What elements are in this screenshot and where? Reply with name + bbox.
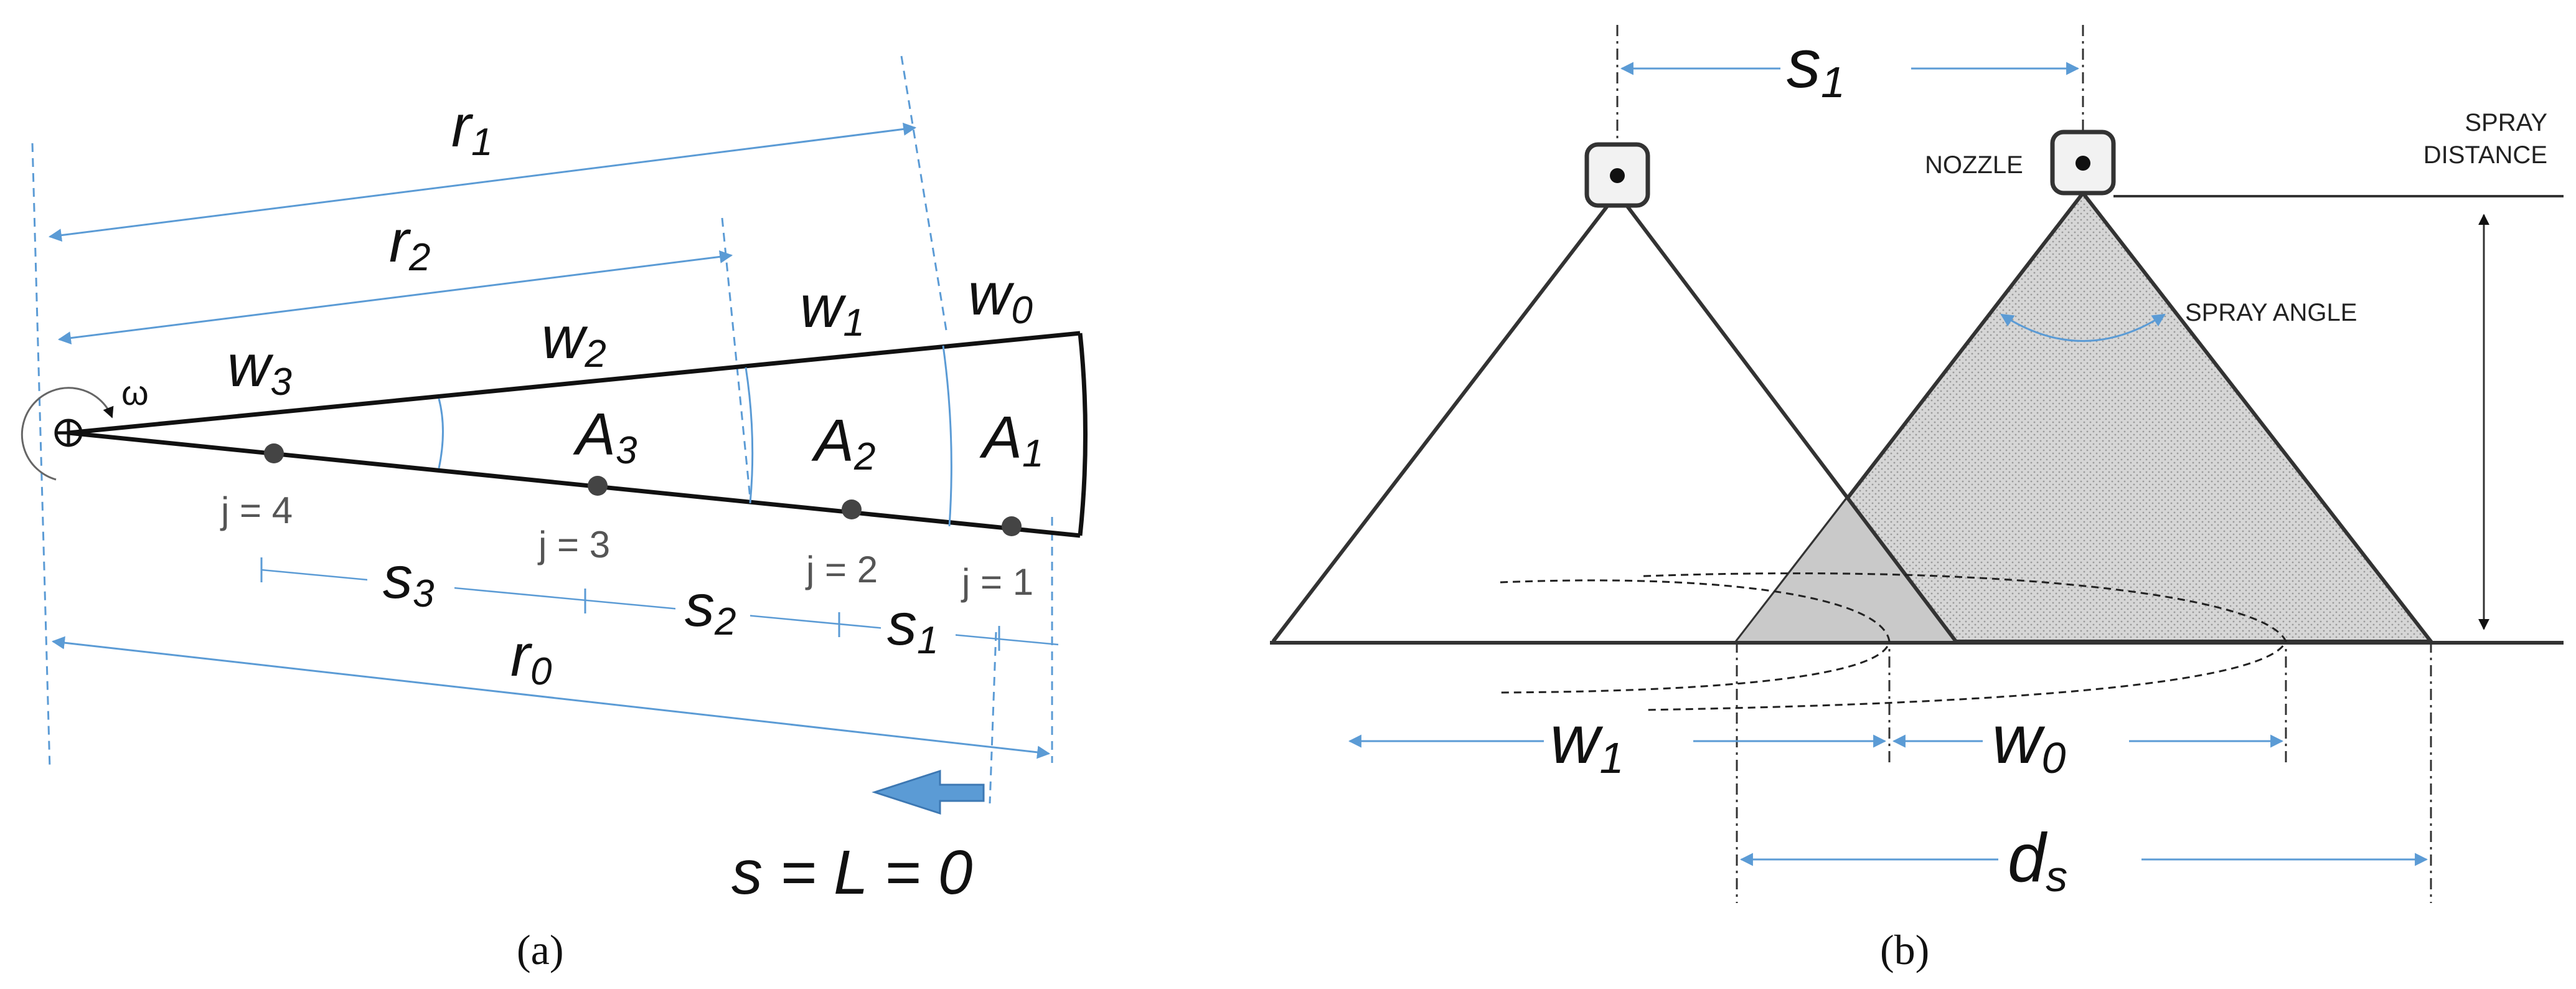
- r1-arrow: [48, 122, 917, 242]
- sector-top-edge: [68, 331, 1081, 435]
- radius-label-r0: r0: [510, 622, 552, 693]
- spacing-label-s1: s1: [1787, 26, 1845, 106]
- spacing-label-s3: s3: [383, 544, 434, 615]
- width-label-w0: w0: [1992, 701, 2066, 782]
- label-mask: [881, 607, 956, 660]
- zone-label-w1: w1: [800, 273, 865, 344]
- spray-profile-curve: [1643, 572, 2287, 711]
- extension-line: [989, 632, 997, 804]
- nozzle-label: NOZZLE: [1925, 151, 2023, 179]
- overlap-label-ds: ds: [2008, 820, 2067, 901]
- r0-arrow: [51, 636, 1051, 759]
- spray-angle-label: SPRAY ANGLE: [2185, 299, 2357, 326]
- spacing-label-s1: s1: [887, 591, 938, 662]
- spray-angle-arc: [2000, 313, 2166, 342]
- nozzle-dot: [588, 476, 608, 496]
- nozzle-label: j = 3: [537, 524, 610, 565]
- extension-line: [900, 55, 947, 331]
- nozzle-label: j = 4: [220, 490, 293, 531]
- label-mask: [367, 554, 454, 610]
- nozzle-label: j = 2: [805, 549, 878, 590]
- nozzle-icon: [1610, 168, 1625, 183]
- rotation-arrow-icon: [21, 387, 114, 481]
- spacing-label-s2: s2: [685, 572, 736, 643]
- area-label-a3: A3: [573, 401, 637, 472]
- area-label-a1: A1: [979, 404, 1044, 475]
- nozzle-dot: [1002, 516, 1022, 536]
- r2-arrow: [57, 250, 733, 345]
- zone-label-w0: w0: [968, 261, 1033, 332]
- direction-arrow-icon: [872, 769, 985, 815]
- spray-profile-curve: [1500, 579, 1891, 694]
- extension-line: [31, 143, 51, 770]
- nozzle-icon: [2075, 156, 2090, 171]
- extension-line: [721, 217, 751, 499]
- zone-arc: [942, 345, 952, 527]
- caption-b: (b): [1880, 926, 1929, 973]
- sector-outer-arc: [1078, 333, 1088, 536]
- area-label-a2: A2: [811, 407, 876, 478]
- panel-a: ω j = 1 j = 2 j = 3 j = 4 w0 w1 w2 w3 A1…: [21, 55, 1088, 973]
- zone-arc: [438, 398, 444, 469]
- radius-label-r2: r2: [389, 208, 430, 279]
- nozzle-label: j = 1: [961, 561, 1033, 603]
- nozzle-dot: [264, 443, 284, 463]
- radius-label-r1: r1: [451, 93, 492, 164]
- zone-label-w2: w2: [542, 305, 606, 376]
- zone-label-w3: w3: [227, 333, 292, 404]
- rotation-symbol: ω: [121, 373, 149, 412]
- zone-arc: [745, 367, 754, 504]
- spray-cone-left-overlap: [1737, 498, 1956, 641]
- sector-bottom-edge: [68, 430, 1081, 538]
- label-mask: [675, 582, 750, 638]
- width-label-w1: w1: [1550, 701, 1624, 782]
- origin-label: s = L = 0: [731, 838, 972, 907]
- nozzle-dot: [842, 499, 862, 519]
- caption-a: (a): [517, 926, 563, 973]
